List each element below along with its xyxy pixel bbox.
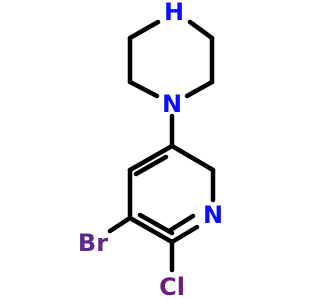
atom-br: Br	[78, 229, 108, 257]
atom-n-piperazine-aryl: N	[162, 90, 182, 118]
bond-nh-c-right	[187, 19, 215, 41]
atom-n-piperazine-nh: H	[164, 0, 184, 26]
bond-c5-c6	[169, 143, 216, 173]
bond-c5-c4	[127, 143, 175, 173]
bond-c3-br	[107, 215, 133, 234]
bond-c-left-n	[127, 79, 160, 99]
atom-n-pyridine: N	[203, 201, 223, 229]
bond-c4-c4-double	[133, 154, 169, 177]
bond-c3-c2-double	[137, 212, 175, 236]
pyridine-ring	[127, 143, 216, 245]
bond-c-right-n	[184, 79, 215, 99]
molecule-structure: H N N Br Cl	[78, 0, 223, 300]
molecule-diagram: H N N Br Cl	[78, 0, 223, 300]
piperazine-ring	[127, 19, 215, 99]
bond-c3-c2	[127, 215, 175, 245]
bond-n1-c2	[169, 224, 200, 245]
bond-nh-c-left	[127, 19, 161, 41]
bond-n1-c2-double	[166, 213, 196, 234]
atom-cl: Cl	[159, 273, 185, 300]
